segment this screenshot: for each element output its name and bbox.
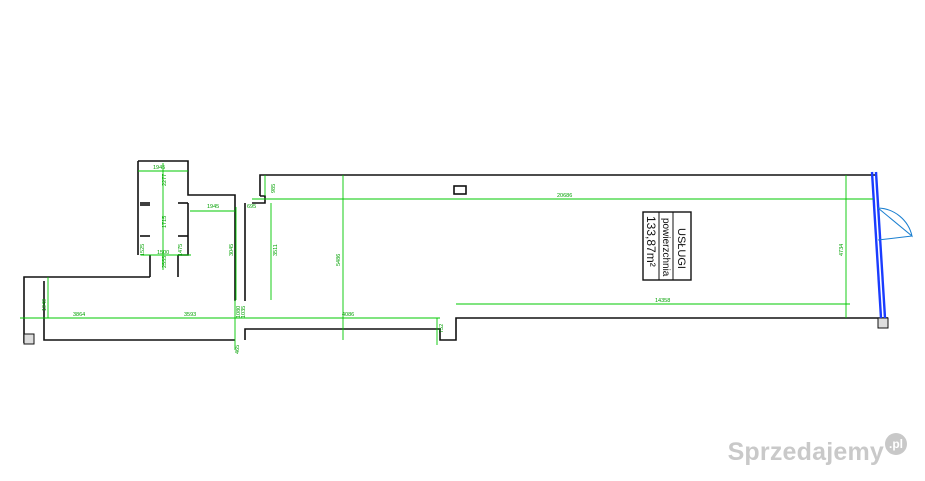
dim-wall-gap-2: 1035: [241, 306, 247, 318]
dim-stair-6: 1475: [178, 244, 184, 256]
dim-step-bottom: 752: [439, 324, 445, 333]
dim-entry: 3045: [229, 244, 235, 256]
room-label-box: [642, 211, 692, 281]
watermark-badge: .pl: [885, 433, 907, 455]
room-area-label: powierzchnia: [660, 218, 671, 277]
dim-stair-2: 1715: [162, 216, 168, 228]
dim-stair-4: 2555: [162, 256, 168, 268]
wall-step: [252, 195, 266, 204]
dim-stair-5: 1500: [157, 250, 169, 256]
window-frame-inner: [870, 171, 883, 319]
dim-left-seg-3: 4086: [342, 312, 354, 318]
dim-wall-gap: 1080: [236, 306, 242, 318]
wall-bottom: [244, 317, 880, 341]
dim-total: 20686: [557, 193, 572, 199]
wall-left-inner: [43, 281, 235, 341]
window-frame: [874, 171, 887, 319]
dimension-lines: [20, 163, 873, 350]
dim-stair-1: 2277: [162, 174, 168, 186]
room-area-value: 133,87m²: [644, 216, 658, 267]
wall-top: [259, 174, 876, 196]
dim-left-height: 1949: [42, 299, 48, 311]
wall-niche-top: [138, 160, 236, 207]
dim-bottom-small: 465: [235, 345, 241, 354]
watermark-brand: Sprzedajemy: [727, 438, 884, 466]
dim-left-seg-2: 3593: [184, 312, 196, 318]
dim-inner: 14358: [655, 298, 670, 304]
dim-step-top: 985: [271, 184, 277, 193]
corner-block-left: [23, 333, 35, 345]
door-leaf: [877, 235, 913, 241]
door-swing: [877, 207, 913, 238]
wall-left-top: [23, 276, 150, 343]
walls: [23, 160, 889, 345]
corner-block-right: [877, 317, 889, 329]
room-label: USŁUGI powierzchnia 133,87m²: [642, 211, 692, 281]
dim-right-width: 4734: [839, 244, 845, 256]
room-name: USŁUGI: [675, 228, 687, 269]
dim-stair-3: 1525: [140, 244, 146, 256]
dim-niche-mid: 1945: [207, 204, 219, 210]
dim-mid-width: 5486: [336, 254, 342, 266]
dimension-labels: 20686 14358 4734 5486 3511 3045 3864 359…: [42, 165, 845, 354]
dim-top-small: 695: [247, 204, 256, 210]
dim-left-seg-1: 3864: [73, 312, 85, 318]
dim-niche-top: 1945: [153, 165, 165, 171]
column-box: [453, 185, 467, 195]
dim-corridor: 3511: [273, 244, 279, 256]
watermark-logo: Sprzedajemy .pl: [727, 433, 907, 467]
window-door: [870, 171, 913, 319]
